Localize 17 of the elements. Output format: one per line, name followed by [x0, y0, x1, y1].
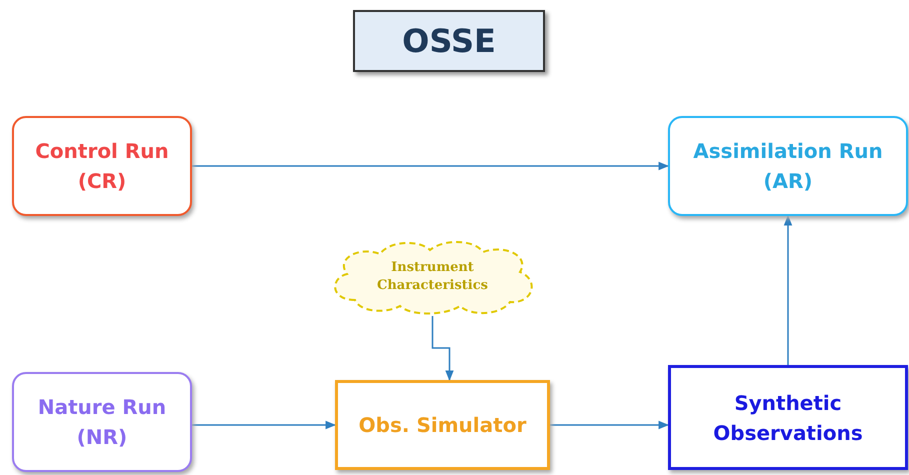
arrow [432, 316, 454, 382]
arrow [550, 420, 670, 430]
node-label: Control Run (CR) [34, 138, 170, 195]
process-box [668, 116, 908, 216]
node-label: Nature Run (NR) [36, 394, 168, 451]
node-label: Assimilation Run (AR) [692, 138, 884, 195]
process-box [335, 380, 550, 470]
arrow [784, 214, 792, 365]
node-label: Synthetic Observations [712, 390, 864, 446]
arrow [192, 420, 336, 430]
process-box [12, 116, 192, 216]
node-label: Instrument Characteristics [376, 258, 489, 295]
title-box: OSSE [353, 10, 545, 72]
process-box [12, 372, 192, 472]
arrow [192, 162, 670, 170]
process-box [668, 365, 908, 470]
node-label: Obs. Simulator [358, 412, 526, 439]
